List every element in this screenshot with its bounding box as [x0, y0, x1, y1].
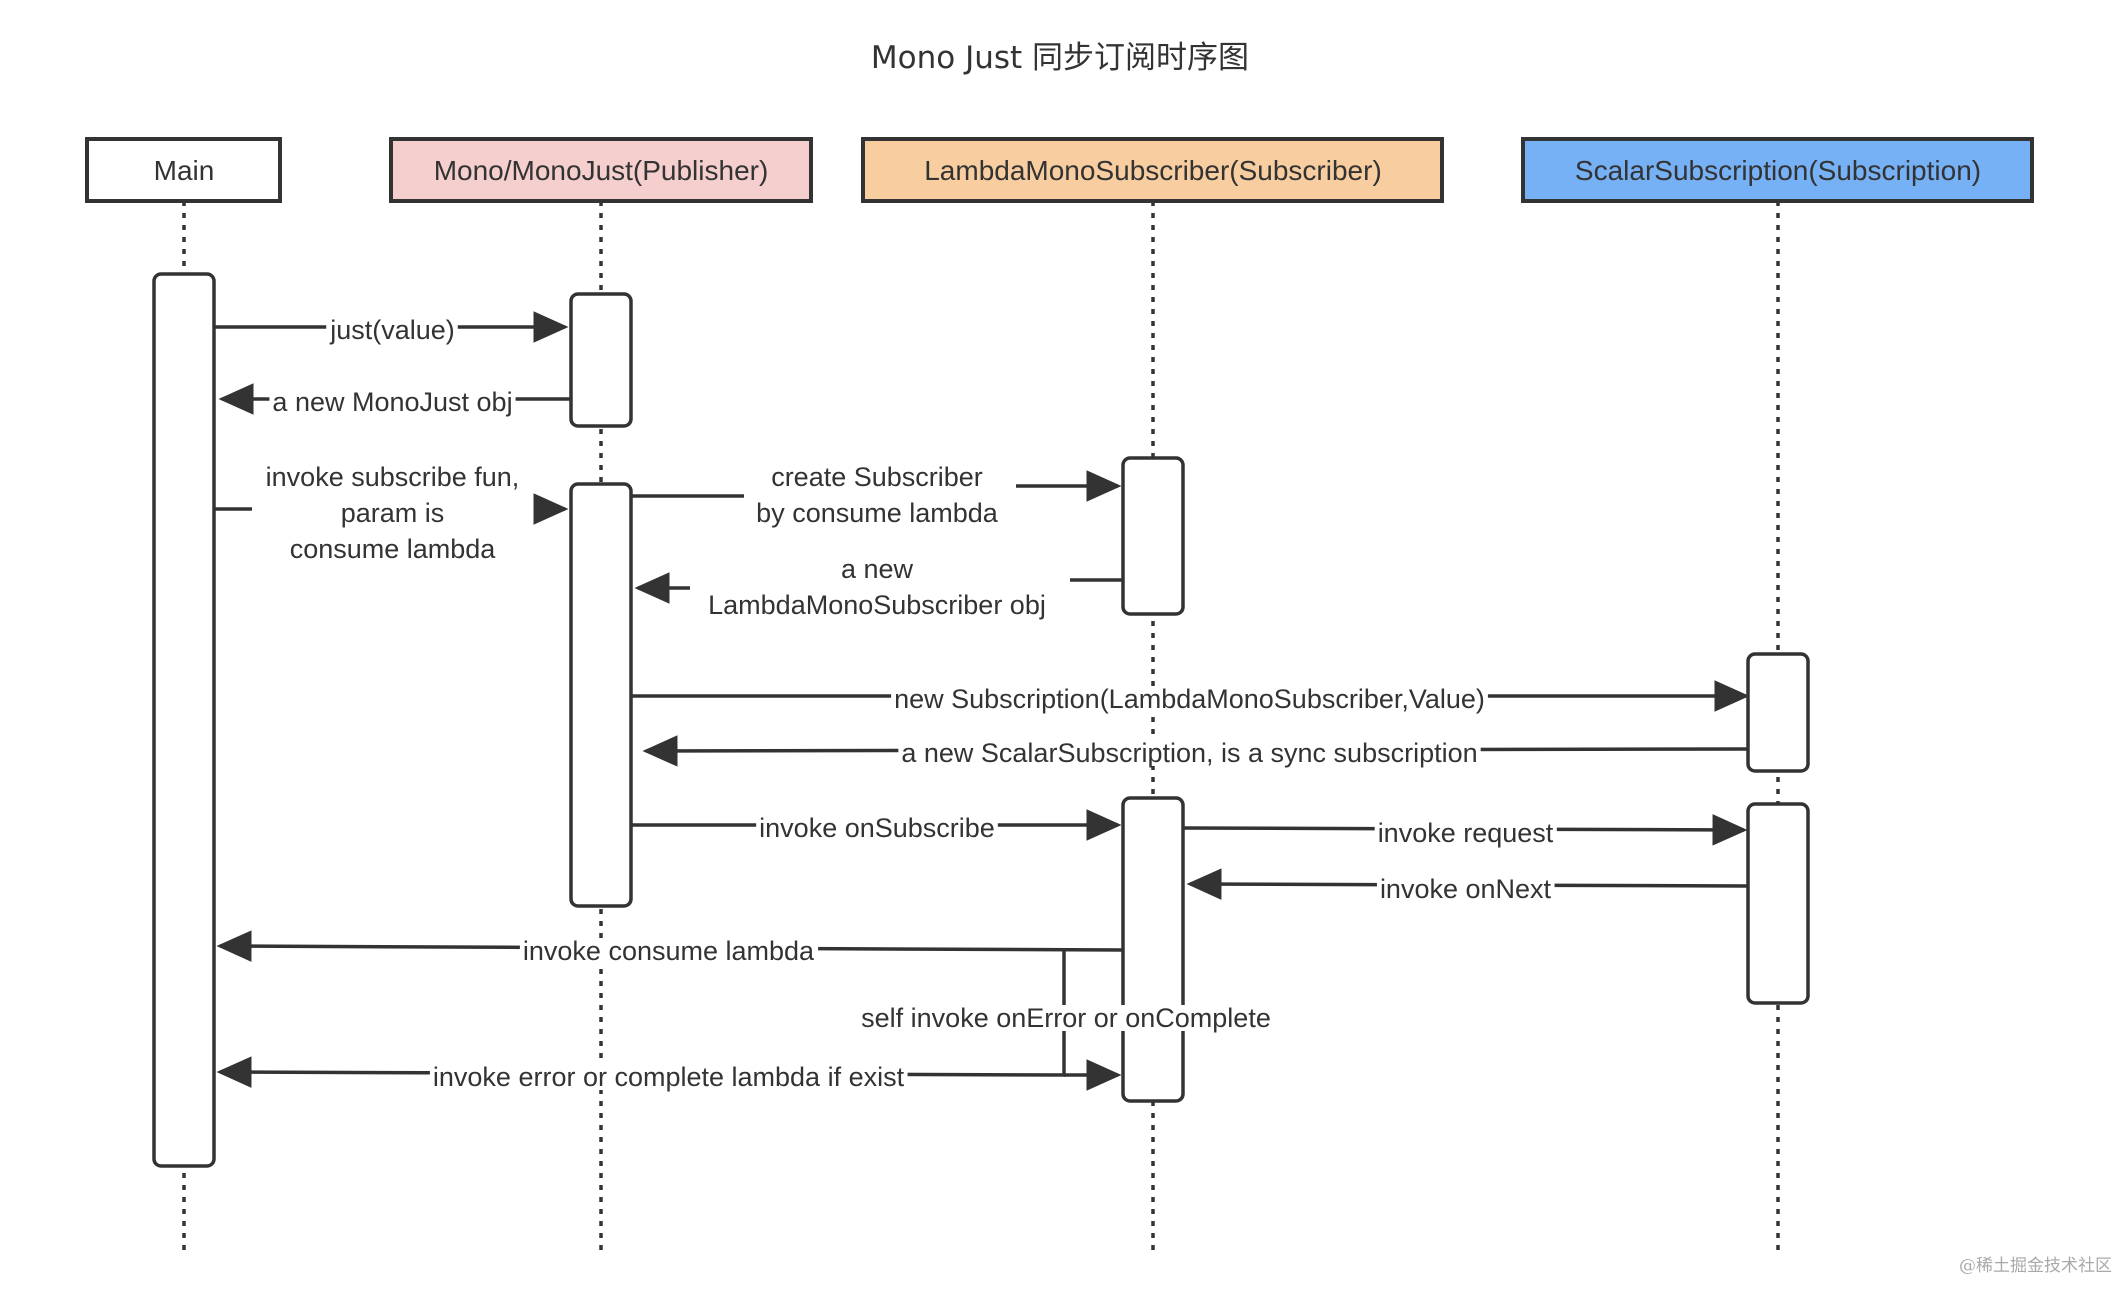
message-3: invoke subscribe fun, param is consume lam… [214, 462, 569, 564]
participant-box [1521, 137, 2034, 203]
message-label: a new ScalarSubscription, is a sync subs… [901, 738, 1477, 768]
participant-label: Main [154, 155, 215, 186]
message-label: param is [341, 498, 445, 528]
message-8: invoke onSubscribe [632, 809, 1122, 843]
participant-box [85, 137, 282, 203]
message-11: invoke consume lambda [216, 930, 1125, 966]
label-background [898, 740, 1481, 766]
message-label: invoke subscribe fun, [266, 462, 520, 492]
message-label: invoke onNext [1380, 874, 1552, 904]
message-label: just(value) [329, 315, 455, 345]
message-label: create Subscriber [771, 462, 983, 492]
watermark: @稀土掘金技术社区 [1959, 1256, 2112, 1276]
message-label: LambdaMonoSubscriber obj [708, 590, 1046, 620]
message-4: create Subscriber by consume lambda [632, 462, 1122, 528]
label-background [858, 1005, 1274, 1031]
participant-main: Main [85, 137, 282, 203]
message-label: invoke consume lambda [523, 936, 815, 966]
participant-subscriber: LambdaMonoSubscriber(Subscriber) [861, 137, 1444, 203]
label-background [429, 1064, 908, 1090]
participant-box [861, 137, 1444, 203]
message-label: a new [841, 554, 914, 584]
message-2: a new MonoJust obj [218, 383, 571, 417]
label-background [1376, 876, 1555, 902]
participant-box [389, 137, 813, 203]
message-label: self invoke onError or onComplete [861, 1003, 1271, 1033]
activation-publisher [569, 292, 633, 428]
participant-label: LambdaMonoSubscriber(Subscriber) [924, 155, 1382, 186]
label-background [756, 815, 998, 841]
activation-subscriber [1121, 456, 1185, 616]
message-10: invoke onNext [1186, 868, 1749, 904]
label-background [337, 500, 448, 526]
diagram-title: Mono Just 同步订阅时序图 [870, 40, 1250, 76]
participant-label: Mono/MonoJust(Publisher) [434, 155, 769, 186]
label-background [262, 464, 523, 490]
label-background [326, 317, 458, 343]
activation-subscription [1746, 652, 1810, 773]
label-background [753, 500, 1002, 526]
label-background [519, 938, 819, 964]
label-background [837, 556, 917, 582]
label-background [705, 592, 1049, 618]
message-label: a new MonoJust obj [272, 387, 512, 417]
label-background [269, 389, 516, 415]
message-6: new Subscription(LambdaMonoSubscriber,Va… [632, 680, 1750, 714]
message-13: invoke error or complete lambda if exist [216, 1056, 1067, 1092]
message-1: just(value) [214, 311, 569, 345]
activation-subscriber [1121, 796, 1185, 1103]
participant-subscription: ScalarSubscription(Subscription) [1521, 137, 2034, 203]
message-12: self invoke onError or onComplete [858, 950, 1274, 1091]
label-background [891, 686, 1488, 712]
participant-publisher: Mono/MonoJust(Publisher) [389, 137, 813, 203]
message-label: consume lambda [290, 534, 497, 564]
activation-publisher [569, 482, 633, 908]
label-background [768, 464, 986, 490]
message-label: invoke onSubscribe [759, 813, 995, 843]
message-9: invoke request [1183, 814, 1748, 848]
activation-subscription [1746, 802, 1810, 1005]
participant-label: ScalarSubscription(Subscription) [1575, 155, 1981, 186]
message-label: by consume lambda [756, 498, 999, 528]
activation-main [152, 272, 216, 1168]
message-label: invoke error or complete lambda if exist [433, 1062, 905, 1092]
message-label: invoke request [1378, 818, 1554, 848]
label-background [286, 536, 500, 562]
label-background [1374, 820, 1557, 846]
message-7: a new ScalarSubscription, is a sync subs… [642, 735, 1749, 768]
message-label: new Subscription(LambdaMonoSubscriber,Va… [894, 684, 1485, 714]
